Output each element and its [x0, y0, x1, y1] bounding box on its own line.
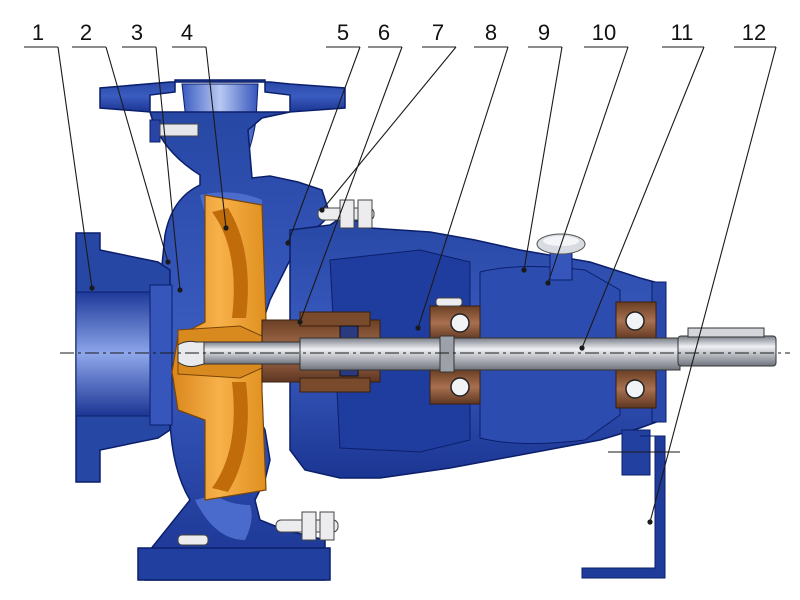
impeller-nut [177, 340, 205, 367]
bolt-top-left [149, 119, 199, 143]
suction-flange [75, 232, 173, 483]
callout-number: 8 [485, 20, 497, 45]
callout-number: 1 [32, 20, 44, 45]
callout-number: 12 [742, 20, 766, 45]
bolt-foot [177, 534, 209, 546]
casing-foot [137, 547, 331, 581]
callout-number: 11 [671, 20, 694, 45]
callout-labels: 1 2 3 4 5 6 7 8 9 10 11 12 [32, 20, 766, 45]
volute-passage-lower [195, 495, 252, 540]
support-bracket [581, 435, 666, 579]
callout-number: 6 [378, 20, 390, 45]
callout-number: 7 [432, 20, 444, 45]
callout-number: 9 [538, 20, 550, 45]
bearing-right [615, 301, 657, 409]
discharge-flange [99, 79, 346, 113]
callout-number: 2 [80, 20, 92, 45]
gland-lower [299, 377, 371, 393]
shaft-key [687, 327, 765, 338]
leader-lines [24, 46, 777, 525]
oil-vent-cap [536, 233, 586, 281]
impeller-vane [212, 382, 248, 492]
callout-number: 4 [181, 20, 193, 45]
callout-number: 5 [337, 20, 349, 45]
bolts [149, 119, 463, 546]
shaft [177, 327, 777, 373]
bolt-frame-bottom [275, 511, 339, 541]
impeller-vane [212, 208, 248, 318]
bearing-left [429, 305, 481, 405]
bolt-frame-top [317, 199, 375, 229]
callout-number: 10 [592, 20, 616, 45]
suction-flange-face [149, 284, 173, 426]
gland [299, 311, 371, 327]
bolt-bearing-cap [435, 297, 463, 307]
callout-number: 3 [131, 20, 143, 45]
